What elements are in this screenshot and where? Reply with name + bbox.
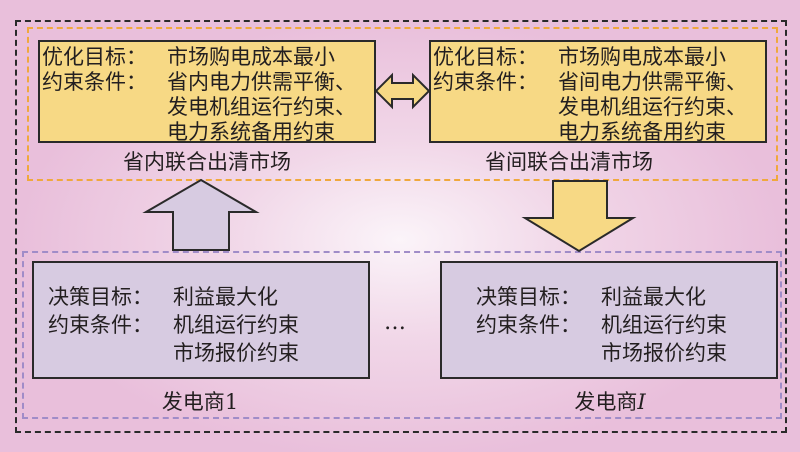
provincial-market-label: 省内联合出清市场	[123, 150, 291, 174]
constraints-key: 约束条件：	[48, 313, 153, 337]
generator-1-box: 决策目标： 利益最大化 约束条件： 机组运行约束 市场报价约束	[32, 261, 370, 379]
up-arrow-icon	[142, 178, 260, 251]
down-arrow-icon	[521, 180, 637, 253]
constraints-key: 约束条件：	[433, 70, 538, 94]
objective-value: 利益最大化	[173, 285, 278, 309]
generator-label-index: I	[637, 390, 646, 414]
ellipsis-more-generators: …	[384, 310, 410, 335]
constraint-item: 省间电力供需平衡、	[558, 70, 747, 94]
objective-key: 决策目标：	[48, 285, 153, 309]
interprovincial-market-box: 优化目标： 市场购电成本最小 约束条件： 省间电力供需平衡、 发电机组运行约束、…	[429, 40, 767, 144]
constraint-item: 市场报价约束	[601, 341, 727, 365]
objective-key: 优化目标：	[433, 45, 538, 69]
constraints-key: 约束条件：	[476, 313, 581, 337]
objective-key: 优化目标：	[42, 45, 147, 69]
generator-layer-group	[22, 251, 782, 419]
generator-i-label: 发电商I	[510, 386, 710, 416]
interprovincial-market-label: 省间联合出清市场	[485, 150, 653, 174]
provincial-market-box: 优化目标： 市场购电成本最小 约束条件： 省内电力供需平衡、 发电机组运行约束、…	[38, 40, 376, 144]
generator-label-prefix: 发电商	[161, 390, 225, 414]
objective-value: 市场购电成本最小	[167, 45, 335, 69]
constraint-item: 机组运行约束	[173, 313, 299, 337]
market-layer-group	[27, 27, 778, 181]
objective-value: 利益最大化	[601, 285, 706, 309]
constraint-item: 市场报价约束	[173, 341, 299, 365]
constraint-item: 发电机组运行约束、	[167, 95, 356, 119]
constraint-item: 电力系统备用约束	[558, 120, 726, 144]
objective-value: 市场购电成本最小	[558, 45, 726, 69]
generator-i-box: 决策目标： 利益最大化 约束条件： 机组运行约束 市场报价约束	[440, 261, 778, 379]
constraint-item: 省内电力供需平衡、	[167, 70, 356, 94]
constraint-item: 电力系统备用约束	[167, 120, 335, 144]
constraint-item: 发电机组运行约束、	[558, 95, 747, 119]
constraints-key: 约束条件：	[42, 70, 147, 94]
outer-system-boundary	[15, 20, 787, 433]
objective-key: 决策目标：	[476, 285, 581, 309]
generator-1-label: 发电商1	[100, 386, 300, 416]
constraint-item: 机组运行约束	[601, 313, 727, 337]
generator-label-index: 1	[224, 390, 239, 414]
bidirectional-arrow-icon	[374, 72, 431, 110]
generator-label-prefix: 发电商	[574, 390, 638, 414]
